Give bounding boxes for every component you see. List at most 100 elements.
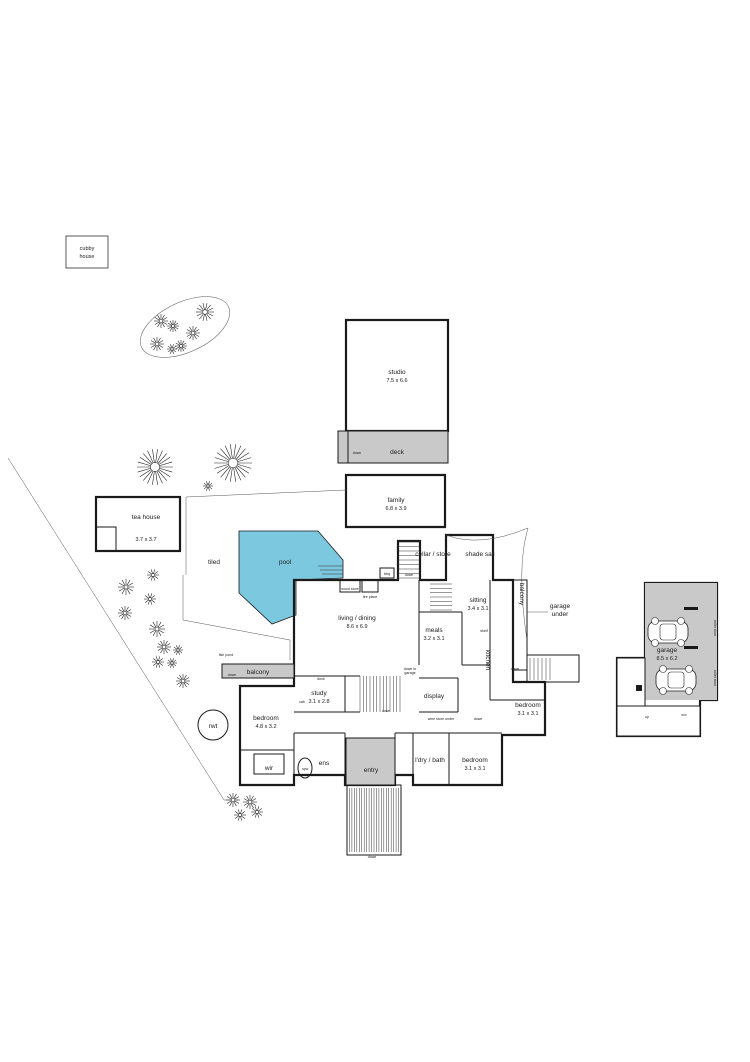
tea-house-bath [95, 526, 117, 552]
garage-label: garage [657, 647, 678, 654]
car-wheel [677, 639, 685, 647]
tree-icon [144, 593, 156, 605]
wood-store [339, 579, 361, 593]
east-stair-landing [526, 654, 580, 683]
fire-place [361, 579, 379, 593]
tree-icon [167, 320, 179, 332]
ldry-bath-text: l'dry / bath [415, 757, 445, 764]
cars [647, 617, 697, 695]
tree-icon [167, 344, 177, 354]
spa-label: spa [302, 767, 308, 771]
tree-icon [150, 337, 164, 351]
study-dims: 3.1 x 2.8 [308, 699, 329, 705]
down-label-east: down [511, 667, 520, 671]
shelf-label: shelf [480, 629, 488, 633]
deck-steps [337, 430, 349, 464]
tree-trunk [123, 611, 127, 615]
bbq-label: bbq [384, 572, 390, 576]
tree-icon [118, 579, 134, 595]
front-stairs-down-label: down [368, 855, 377, 859]
tiled-label: tiled [208, 559, 220, 566]
tree-icon [251, 806, 263, 818]
car-wheel [685, 665, 693, 673]
bedroom-east-dims: 3.1 x 3.1 [517, 711, 538, 717]
balcony-west-label: balcony [247, 669, 270, 676]
tree-trunk [228, 458, 238, 468]
garden-bed [139, 296, 231, 358]
tree-icon [157, 640, 171, 654]
entry-label: entry [364, 767, 379, 774]
cellar-label: cellar / store [415, 551, 451, 558]
family-dims: 6.8 x 3.9 [385, 506, 406, 512]
balcony-west [221, 663, 295, 679]
tree-icon [147, 569, 159, 581]
family-walls [344, 473, 447, 529]
cubby-house-box [65, 235, 109, 269]
tree-icon [176, 674, 190, 688]
main-stairs [359, 583, 452, 712]
tree-trunk [176, 648, 180, 652]
cellar-label-line: cellar / store [415, 551, 451, 558]
interior-walls [240, 580, 545, 785]
tree-trunk [179, 344, 183, 348]
bedroom-west-dims: 4.8 x 3.2 [255, 724, 276, 730]
deck-label: deck [390, 449, 404, 456]
tree-trunk [171, 324, 175, 328]
car-body [655, 668, 697, 692]
tree-trunk [156, 660, 160, 664]
down-label-living: down [382, 709, 391, 713]
studio-dims: 7.5 x 6.6 [386, 378, 407, 384]
living-dining-label: living / dining [338, 615, 376, 622]
tree-trunk [170, 347, 174, 351]
tree-trunk [202, 309, 208, 315]
tree-trunk [123, 584, 129, 590]
down-label-bedroom: down [474, 717, 483, 721]
tree-trunk [155, 342, 159, 346]
car-wheel [659, 665, 667, 673]
sitting-dims: 3.4 x 3.1 [467, 606, 488, 612]
car-body [647, 620, 689, 644]
meals-dims: 3.2 x 3.1 [423, 636, 444, 642]
tree-trunk [206, 484, 210, 488]
car-cabin [659, 623, 677, 641]
wine-store-label: wine store under [428, 717, 455, 721]
deck-small-label: deck [317, 677, 325, 681]
garage-stair-room [616, 705, 701, 737]
ldry-bath-label: l'dry / bath [415, 757, 445, 764]
tree-icon [149, 621, 165, 637]
wood-store-label: wood store [341, 587, 359, 591]
wir-label: wir [264, 765, 274, 772]
bedroom-west-label: bedroom [253, 715, 279, 722]
garage-side-room [616, 657, 646, 707]
studio-label: studio [388, 369, 406, 376]
tree-icon [243, 795, 257, 809]
tea-house-walls [94, 495, 182, 553]
car-wheel [651, 617, 659, 625]
tree-trunk [238, 813, 242, 817]
deck-area [345, 430, 449, 464]
tree-trunk [170, 661, 174, 665]
tree-trunk [162, 645, 166, 649]
tree-icon [152, 656, 164, 668]
kitchen-label: kitchen [484, 650, 491, 671]
garage-shelf-1 [684, 607, 698, 610]
deck-down-label: down [353, 451, 362, 455]
tree-icon [186, 326, 200, 340]
down-label-balcony: down [228, 673, 237, 677]
down-label-cellar: down [405, 573, 414, 577]
roller-door-label-1: roller door [713, 620, 717, 637]
shade-sail-label: shade sail [465, 551, 495, 558]
pool-water [238, 530, 344, 625]
trees [118, 303, 263, 821]
study-label: study [311, 690, 327, 697]
sitting-label: sitting [470, 597, 487, 604]
car-cabin [667, 671, 685, 689]
tree-trunk [255, 810, 259, 814]
tree-trunk [191, 331, 195, 335]
cab-label: cab [299, 700, 305, 704]
meals-label: meals [425, 627, 443, 634]
spa-bath [297, 757, 313, 779]
pool-label: pool [279, 559, 292, 566]
